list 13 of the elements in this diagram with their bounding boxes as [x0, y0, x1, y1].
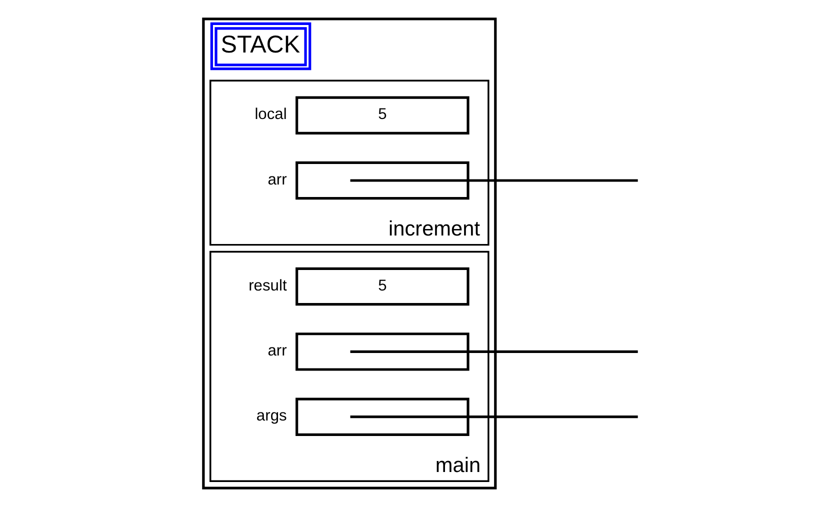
connector	[350, 179, 638, 182]
node-label: result	[248, 277, 287, 294]
node-box	[296, 161, 470, 200]
node-label: arr	[268, 342, 287, 360]
node-label: local	[254, 106, 287, 124]
node-label: arr	[268, 171, 287, 188]
node-box	[296, 398, 470, 436]
node-box: 5	[296, 96, 470, 134]
node-label: args	[256, 408, 287, 425]
node-box	[296, 332, 470, 371]
node-box: 5	[296, 267, 470, 306]
connector	[350, 350, 638, 353]
connector	[350, 416, 638, 418]
